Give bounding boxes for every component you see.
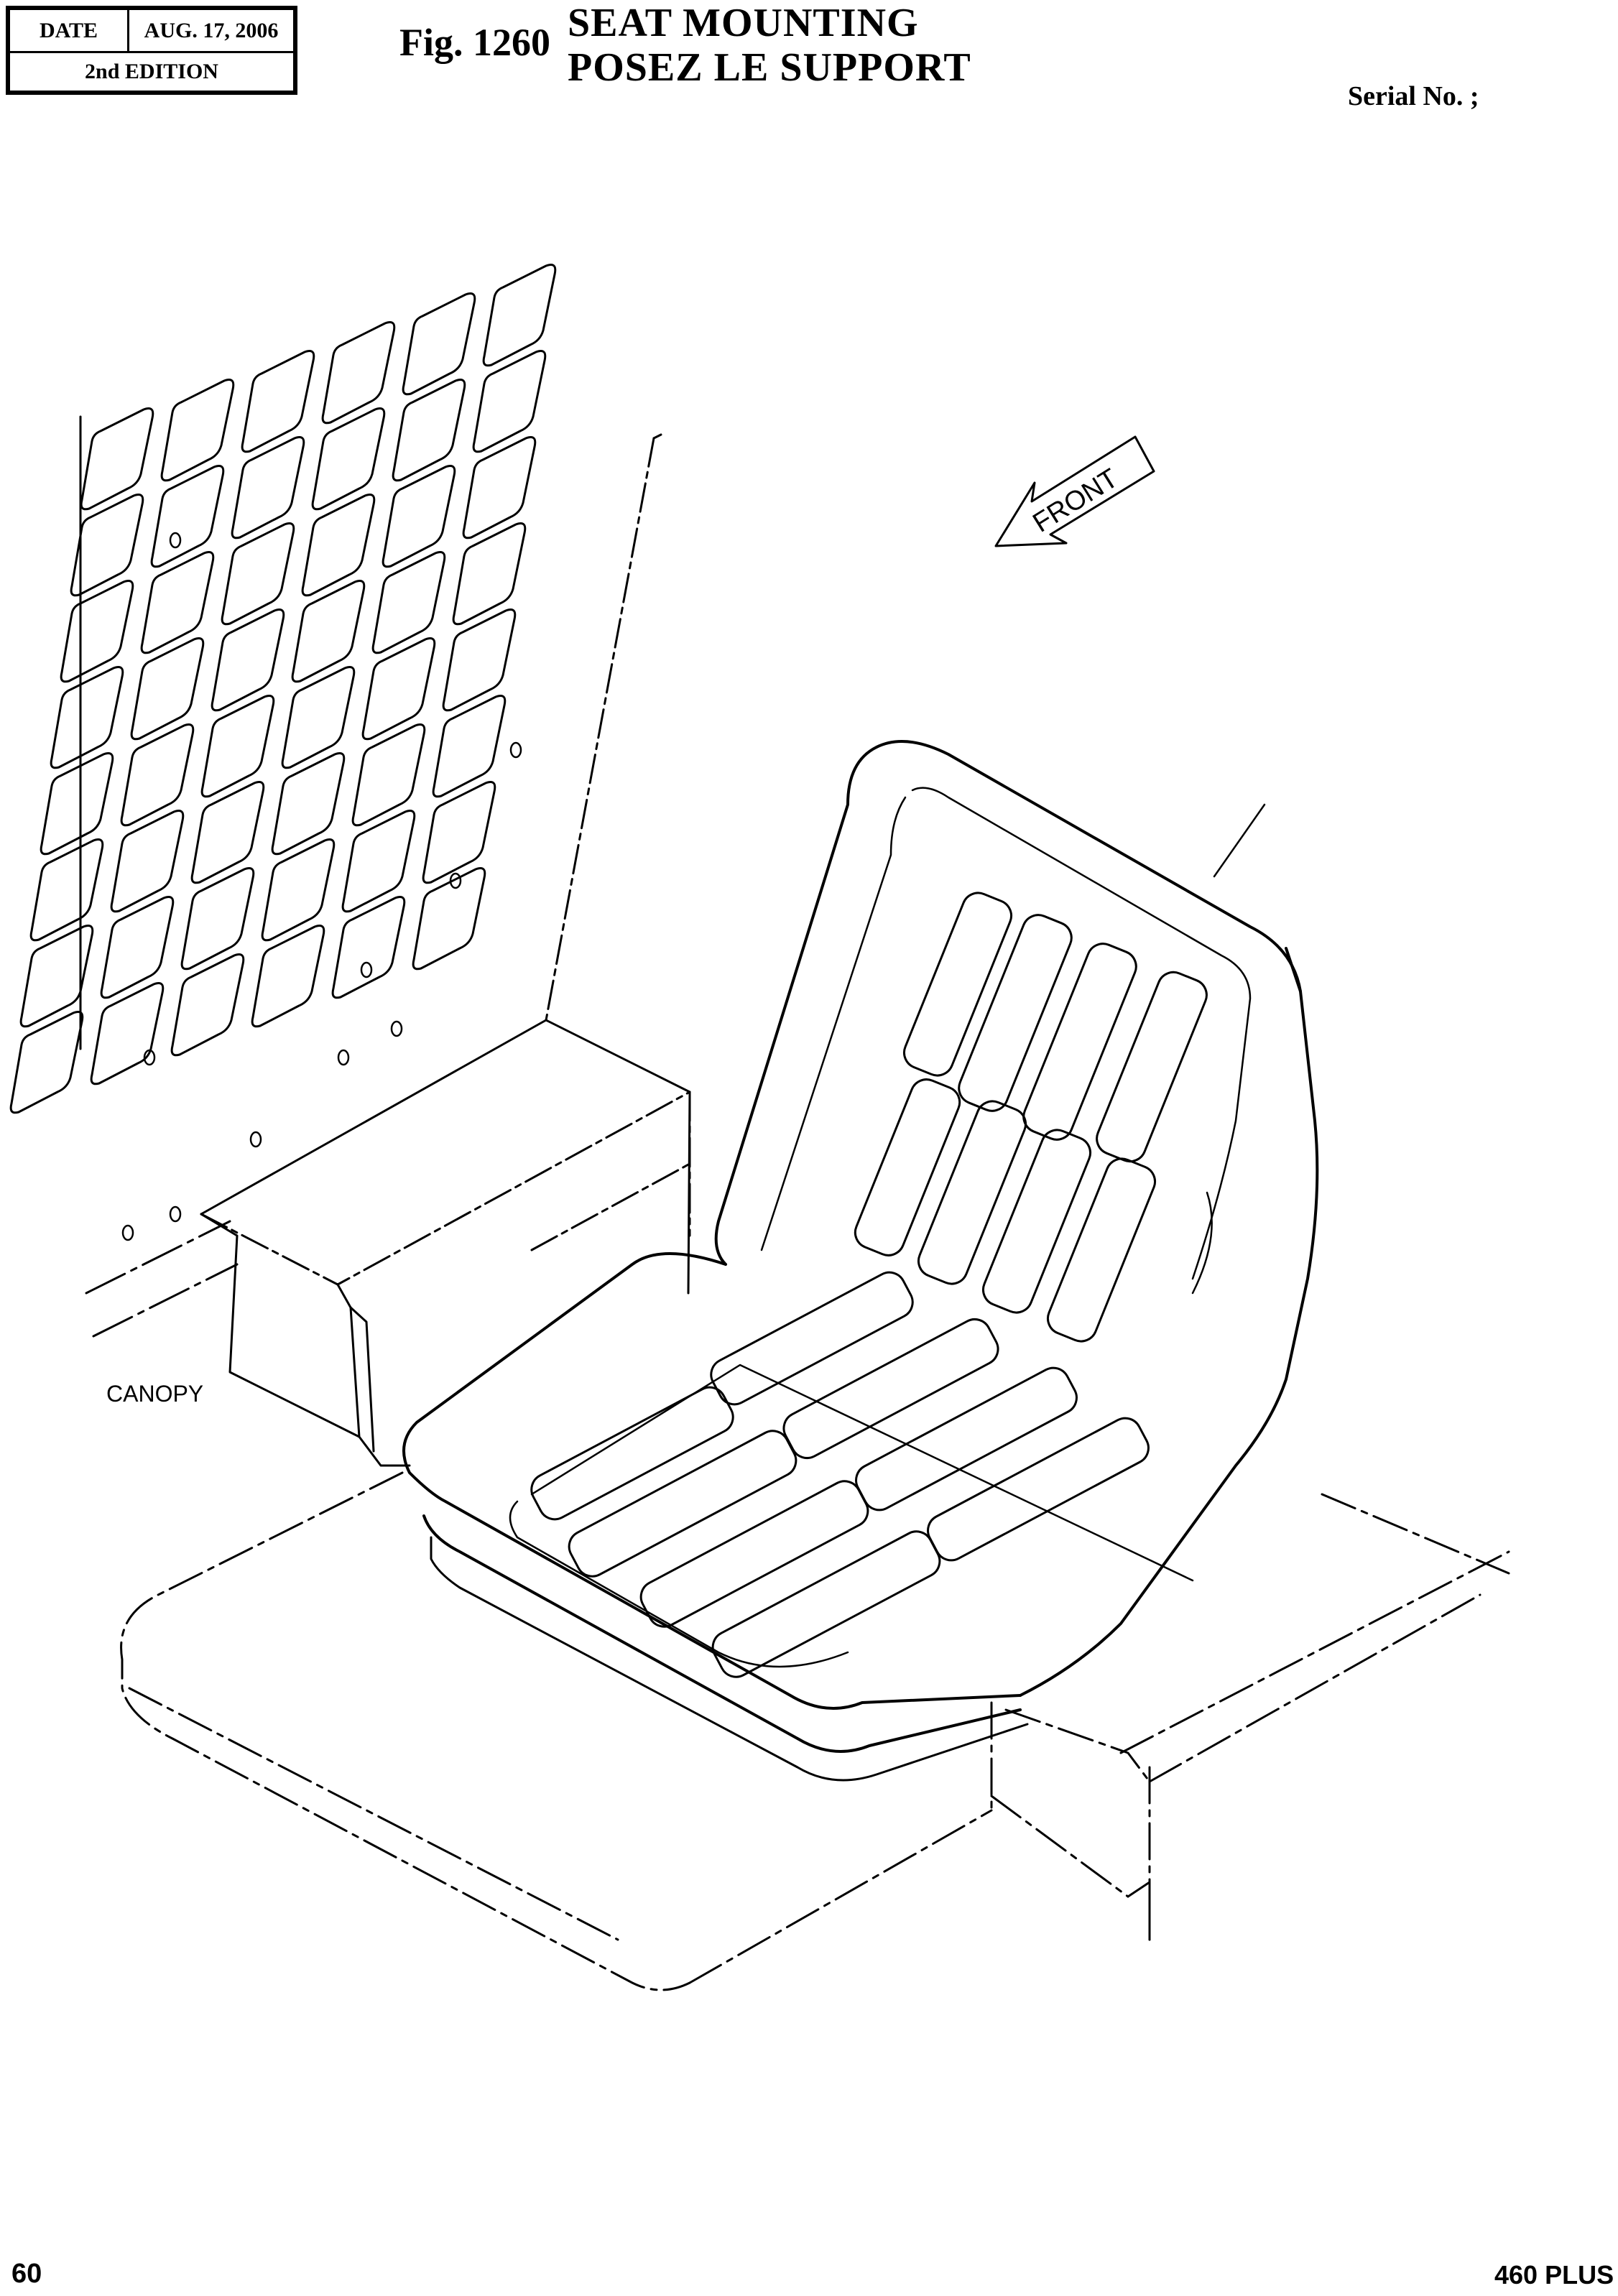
mesh-hole bbox=[261, 838, 336, 942]
mesh-hole bbox=[221, 522, 295, 626]
mesh-hole bbox=[371, 551, 446, 654]
mesh-hole bbox=[100, 896, 175, 999]
mesh-hole bbox=[120, 723, 195, 827]
mesh-hole bbox=[19, 925, 94, 1028]
mesh-hole bbox=[482, 264, 557, 367]
floor-plate bbox=[120, 1471, 1510, 1991]
figure-title-english: SEAT MOUNTING bbox=[568, 1, 919, 45]
figure-title-french: POSEZ LE SUPPORT bbox=[568, 45, 971, 90]
date-value: AUG. 17, 2006 bbox=[129, 10, 293, 53]
mesh-hole bbox=[462, 436, 537, 540]
canopy-mesh-holes bbox=[9, 264, 557, 1114]
mesh-hole bbox=[231, 436, 305, 540]
mesh-hole bbox=[412, 867, 486, 971]
seat-cushion-pads bbox=[530, 1271, 1150, 1678]
mesh-hole bbox=[140, 551, 215, 654]
mesh-hole bbox=[80, 407, 154, 511]
mesh-hole bbox=[402, 292, 476, 396]
page-number: 60 bbox=[11, 2259, 42, 2289]
mesh-hole bbox=[130, 637, 205, 741]
mesh-hole bbox=[341, 810, 416, 913]
backrest-pads bbox=[854, 892, 1208, 1343]
mesh-hole bbox=[271, 752, 346, 856]
mesh-hole bbox=[70, 494, 144, 597]
mesh-hole bbox=[50, 666, 124, 769]
revision-box: DATE AUG. 17, 2006 2nd EDITION bbox=[6, 6, 297, 95]
mesh-hole bbox=[331, 896, 406, 999]
model-name: 460 PLUS bbox=[1494, 2260, 1614, 2290]
mesh-hole bbox=[200, 695, 275, 798]
mesh-hole bbox=[442, 608, 517, 712]
front-arrow bbox=[994, 435, 1155, 547]
seat-assembly bbox=[402, 740, 1319, 1782]
figure-number: Fig. 1260 bbox=[399, 21, 550, 64]
mesh-hole bbox=[281, 666, 356, 769]
mesh-hole bbox=[351, 723, 426, 827]
mesh-hole bbox=[60, 580, 134, 683]
mesh-hole bbox=[422, 781, 496, 884]
date-label: DATE bbox=[10, 10, 129, 53]
mesh-hole bbox=[170, 953, 245, 1057]
mesh-hole bbox=[110, 810, 185, 913]
mesh-hole bbox=[90, 982, 165, 1085]
mesh-hole bbox=[382, 465, 456, 568]
mesh-hole bbox=[190, 781, 265, 884]
mesh-hole bbox=[9, 1011, 84, 1114]
serial-number-label: Serial No. ; bbox=[1348, 81, 1479, 111]
mesh-hole bbox=[472, 350, 547, 453]
mesh-hole bbox=[291, 580, 366, 683]
canopy-label: CANOPY bbox=[106, 1381, 204, 1407]
mesh-hole bbox=[211, 608, 285, 712]
mesh-hole bbox=[432, 695, 507, 798]
canopy-screen bbox=[79, 415, 662, 1050]
mesh-hole bbox=[241, 350, 315, 453]
canopy-panel bbox=[85, 1019, 691, 1467]
mesh-hole bbox=[40, 752, 114, 856]
mesh-hole bbox=[301, 494, 376, 597]
mesh-hole bbox=[452, 522, 527, 626]
mesh-hole bbox=[160, 379, 235, 482]
edition-label: 2nd EDITION bbox=[85, 60, 218, 83]
mesh-hole bbox=[29, 838, 104, 942]
mesh-hole bbox=[361, 637, 436, 741]
mesh-hole bbox=[150, 465, 225, 568]
mesh-hole bbox=[392, 379, 466, 482]
mesh-hole bbox=[251, 925, 325, 1028]
mesh-hole bbox=[321, 321, 396, 425]
mesh-hole bbox=[311, 407, 386, 511]
mesh-hole bbox=[180, 867, 255, 971]
canopy-bolt-holes bbox=[121, 532, 522, 1241]
